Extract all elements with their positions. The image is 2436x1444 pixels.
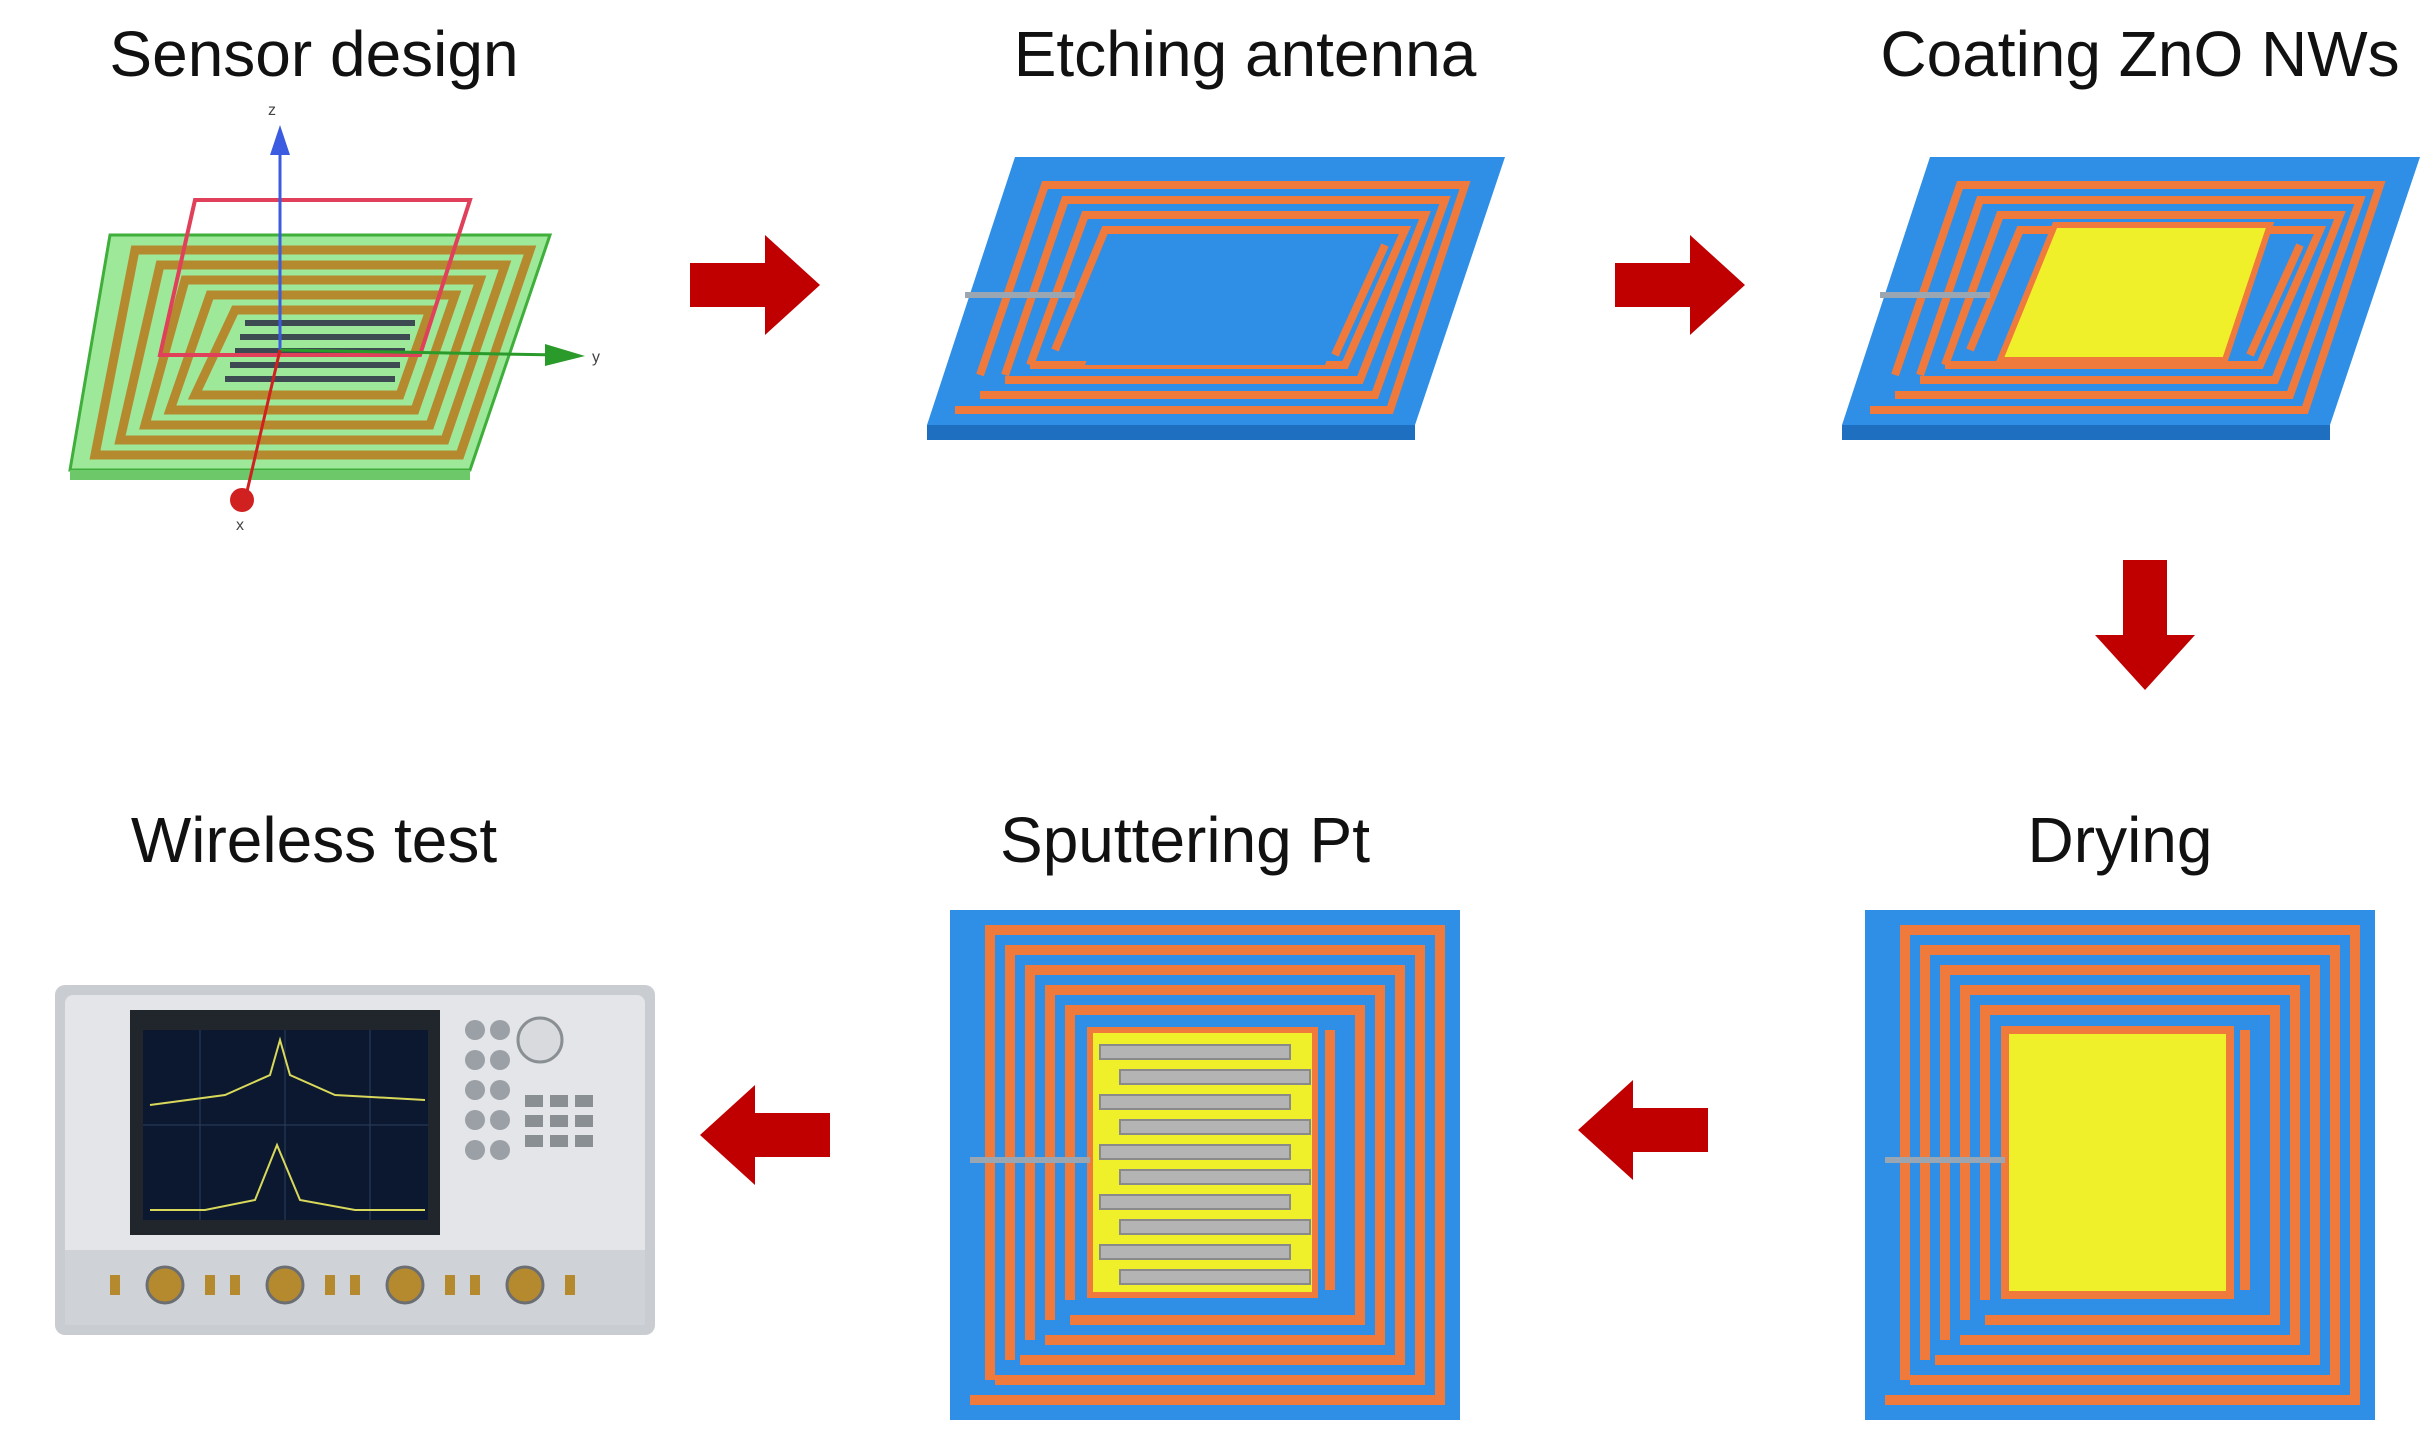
title-drying: Drying — [2027, 804, 2213, 876]
sputtering-pt-panel — [950, 910, 1460, 1420]
etching-antenna-panel — [925, 155, 1515, 445]
title-sensor-design: Sensor design — [109, 18, 519, 90]
title-coating-zno: Coating ZnO NWs — [1880, 18, 2400, 90]
right-arrow-icon — [1615, 235, 1745, 335]
left-arrow-icon — [1578, 1080, 1708, 1180]
axis-label-z: z — [268, 102, 276, 119]
title-etching-antenna: Etching antenna — [1013, 18, 1477, 90]
sensor-design-illustration: z y x — [68, 102, 600, 534]
network-analyzer-panel — [55, 985, 655, 1335]
coating-zno-panel — [1840, 155, 2430, 445]
left-arrow-icon — [700, 1085, 830, 1185]
axis-label-y: y — [592, 349, 600, 366]
sensor-design-panel: z y x — [40, 80, 620, 640]
down-arrow-icon — [2095, 560, 2195, 690]
axis-label-x: x — [236, 517, 244, 534]
right-arrow-icon — [690, 235, 820, 335]
title-wireless-test: Wireless test — [130, 804, 498, 876]
drying-panel — [1865, 910, 2375, 1420]
title-sputtering-pt: Sputtering Pt — [1000, 804, 1370, 876]
